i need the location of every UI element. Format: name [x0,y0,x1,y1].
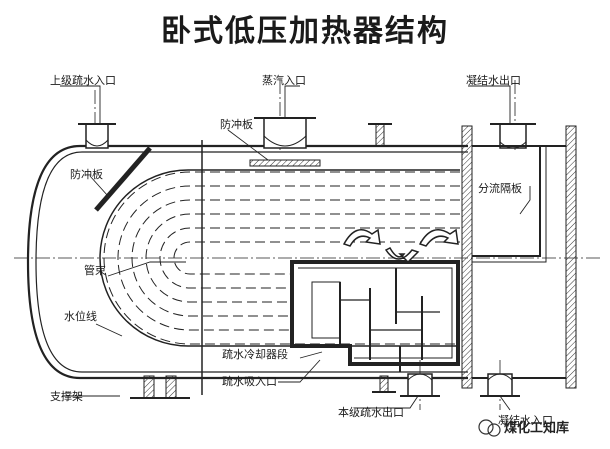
label-water-level: 水位线 [64,309,97,323]
label-condensate-out: 凝结水出口 [466,73,521,87]
label-condensate-in: 凝结水入口 [498,413,553,427]
label-drain-cooler: 疏水冷却器段 [222,347,288,361]
top-lug [368,123,392,147]
label-drain-out: 本级疏水出口 [338,405,404,419]
flow-arrows [342,228,459,264]
shell [26,144,468,380]
label-impingement-left: 防冲板 [70,167,103,181]
condensate-out-nozzle [490,123,536,149]
label-tube-bundle: 管束 [84,263,106,277]
label-support: 支撑架 [50,389,83,403]
bottom-fittings [130,373,520,399]
top-impingement-plate [249,159,321,167]
watermark: 煤化工知库 [478,419,569,437]
label-impingement-top: 防冲板 [220,117,253,131]
water-chamber [461,125,577,389]
label-drain-cooler-inlet: 疏水吸入口 [222,374,277,388]
label-flow-partition: 分流隔板 [478,181,522,195]
label-drain-inlet: 上级疏水入口 [50,73,116,87]
label-steam-inlet: 蒸汽入口 [262,73,306,87]
tube-bundle [103,171,460,345]
drain-cooler-section [290,260,460,366]
watermark-text: 煤化工知库 [504,420,569,436]
steam-inlet-nozzle [254,117,316,149]
left-impingement-plate [94,146,152,212]
diagram-title: 卧式低压加热器结构 [161,14,449,49]
drain-inlet-nozzle [78,123,116,149]
